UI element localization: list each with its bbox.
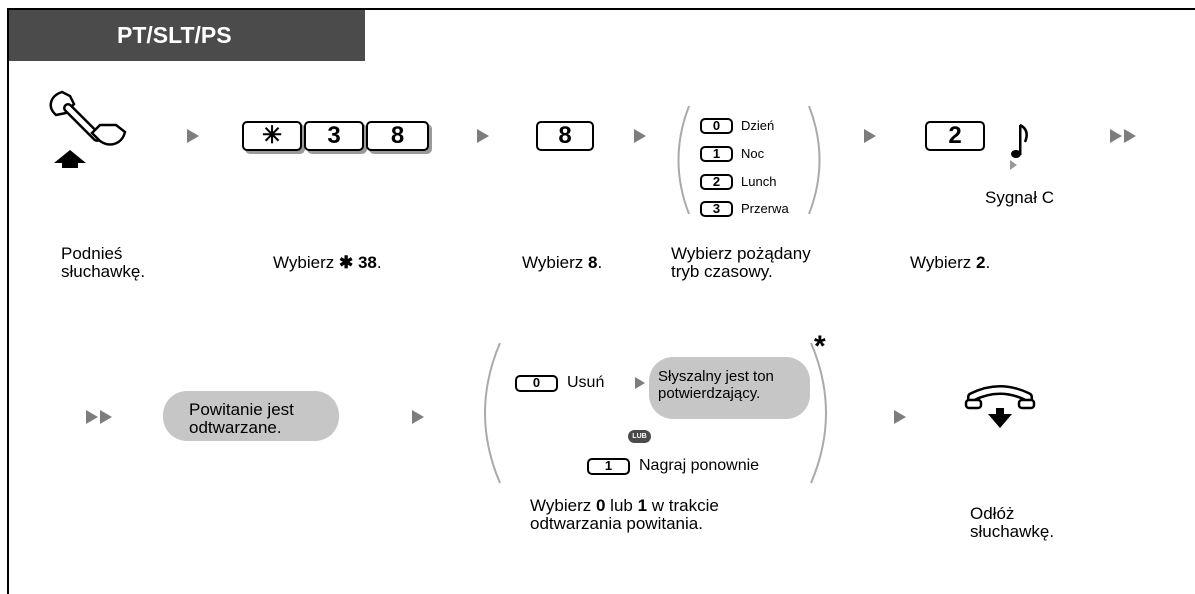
key-star: ✳	[242, 121, 302, 151]
hang-up-label: Odłóż słuchawkę.	[970, 504, 1055, 541]
right-paren	[808, 105, 821, 215]
key-8-b: 8	[536, 121, 594, 151]
music-note-icon	[1010, 123, 1028, 170]
option-key-0: 0	[515, 375, 558, 392]
right-paren-2	[810, 342, 827, 484]
dial-2-label: Wybierz 2.	[910, 253, 991, 272]
tone-c-label: Sygnał C	[985, 188, 1054, 207]
key-8-a: 8	[366, 121, 429, 151]
double-arrow-2a	[86, 410, 98, 424]
rerecord-option-label: Nagraj ponownie	[639, 457, 760, 474]
select-time-mode-label: Wybierz pożądany tryb czasowy.	[671, 244, 811, 281]
key-2: 2	[925, 121, 985, 151]
pick-up-label: Podnieś słuchawkę.	[61, 244, 146, 281]
handset-off-hook-icon	[49, 90, 127, 168]
mode-key-2: 2	[700, 174, 733, 190]
option-key-1: 1	[587, 458, 630, 475]
mode-key-3: 3	[700, 201, 733, 217]
left-paren	[677, 105, 690, 215]
header-tab: PT/SLT/PS	[9, 10, 365, 61]
mode-label-day: Dzień	[741, 118, 775, 133]
delete-option-label: Usuń	[567, 374, 605, 391]
double-arrow-1a	[1110, 129, 1122, 143]
greeting-playing-bubble: Powitanie jest odtwarzane.	[163, 391, 339, 441]
handset-on-hook-icon	[964, 385, 1036, 428]
key-3: 3	[304, 121, 364, 151]
mode-label-night: Noc	[741, 146, 765, 161]
asterisk-note: *	[814, 330, 826, 363]
left-paren-2	[484, 342, 501, 484]
arrow-4	[864, 129, 876, 143]
mode-label-lunch: Lunch	[741, 174, 777, 189]
dial-8-label: Wybierz 8.	[522, 253, 603, 272]
or-badge: LUB	[628, 430, 651, 443]
mode-key-1: 1	[700, 146, 733, 162]
frame-left-border	[7, 8, 9, 594]
arrow-5	[412, 410, 424, 424]
dial-star-38-label: Wybierz ✱ 38.	[273, 253, 382, 272]
frame-top-border	[7, 8, 1195, 10]
arrow-6	[635, 377, 645, 389]
select-during-greeting-label: Wybierz 0 lub 1 w trakcie odtwarzania po…	[530, 496, 719, 533]
double-arrow-2b	[100, 410, 112, 424]
arrow-2	[477, 129, 489, 143]
arrow-7	[894, 410, 906, 424]
double-arrow-1b	[1124, 129, 1136, 143]
mode-label-break: Przerwa	[741, 201, 789, 216]
arrow-1	[187, 129, 199, 143]
arrow-3	[634, 129, 646, 143]
mode-key-0: 0	[700, 118, 733, 134]
confirmation-tone-bubble: Słyszalny jest ton potwierdzający.	[649, 357, 810, 419]
